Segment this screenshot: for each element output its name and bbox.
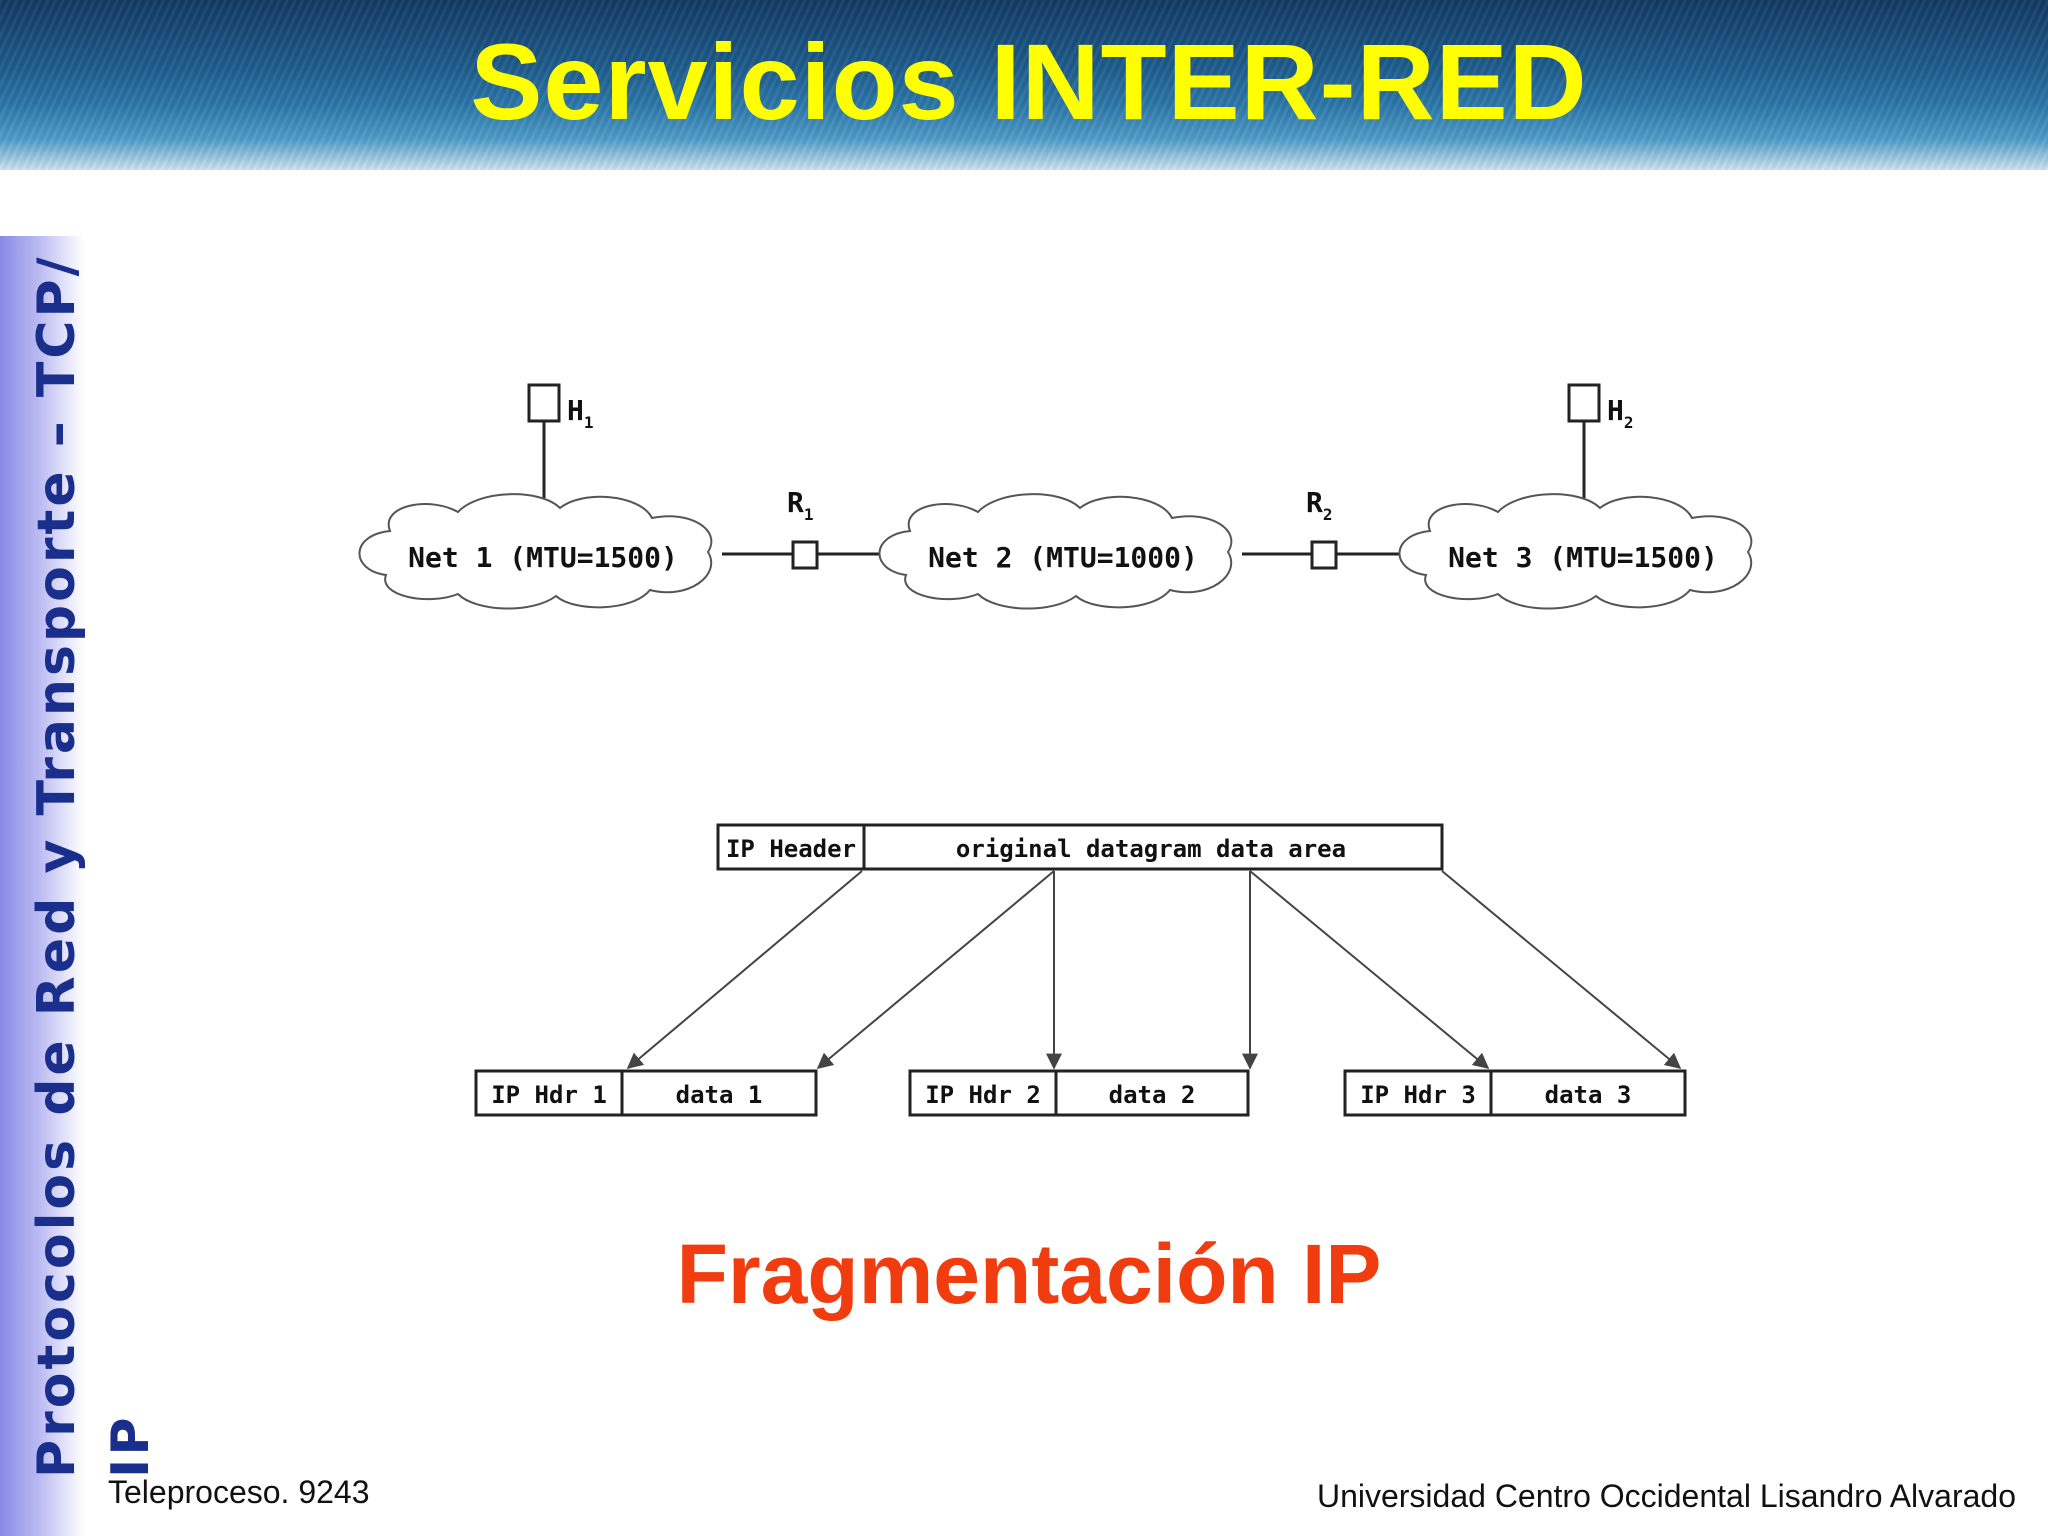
router-r1: R1: [787, 486, 819, 570]
fragment-3-data-label: data 3: [1545, 1081, 1632, 1109]
arrow-header-to-frag1: [626, 870, 863, 1070]
datagram-data-box: [862, 823, 1444, 871]
fragment-3-data-box: [1489, 1069, 1687, 1117]
router-r2: R2: [1306, 486, 1338, 570]
cloud-net2-label: Net 2 (MTU=1000): [928, 541, 1198, 574]
cloud-net3-label: Net 3 (MTU=1500): [1448, 541, 1718, 574]
left-band: [0, 236, 84, 1536]
fragment-3: IP Hdr 3 data 3: [1343, 1069, 1687, 1117]
router-r2-icon: [1310, 540, 1338, 570]
host-h2-label: H2: [1607, 394, 1634, 432]
footer-university: Universidad Centro Occidental Lisandro A…: [1316, 1478, 2016, 1514]
arrow-end-to-frag3: [1441, 870, 1682, 1070]
fragment-2-data-box: [1054, 1069, 1250, 1117]
cloud-net3-shape: [1398, 493, 1753, 610]
fragment-2-header-label: IP Hdr 2: [925, 1081, 1041, 1109]
fragment-1-data-label: data 1: [676, 1081, 763, 1109]
datagram-header-label: IP Header: [726, 835, 856, 863]
cloud-net3: Net 3 (MTU=1500): [1398, 493, 1753, 610]
host-h2: H2: [1567, 383, 1634, 498]
router-r1-label: R1: [787, 486, 814, 524]
fragment-2-data-label: data 2: [1109, 1081, 1196, 1109]
host-h2-icon: [1567, 383, 1601, 423]
fragment-1-header-label: IP Hdr 1: [491, 1081, 607, 1109]
datagram-data-label: original datagram data area: [956, 835, 1346, 863]
fragment-1: IP Hdr 1 data 1: [474, 1069, 818, 1117]
arrow-split1-to-frag1: [816, 870, 1055, 1070]
title-bar: [0, 0, 2048, 170]
host-h1-icon: [527, 383, 561, 423]
cloud-net2-shape: [878, 493, 1233, 610]
caption: Fragmentación IP: [676, 1227, 1382, 1321]
cloud-net1-label: Net 1 (MTU=1500): [408, 541, 678, 574]
router-r2-label: R2: [1306, 486, 1333, 524]
datagram-header-box: [716, 823, 866, 871]
footer-course: Teleproceso. 9243: [108, 1474, 370, 1510]
fragment-1-data-box: [620, 1069, 818, 1117]
fragment-1-header-box: [474, 1069, 624, 1117]
slide-title: Servicios INTER-RED: [470, 21, 1588, 142]
cloud-net1: Net 1 (MTU=1500): [358, 493, 713, 610]
arrow-split2-to-frag3: [1249, 870, 1490, 1070]
cloud-net2: Net 2 (MTU=1000): [878, 493, 1233, 610]
router-r1-icon: [791, 540, 819, 570]
cloud-net1-shape: [358, 493, 713, 610]
fragment-2: IP Hdr 2 data 2: [908, 1069, 1250, 1117]
fragment-arrows: [626, 870, 1682, 1070]
fragment-2-header-box: [908, 1069, 1058, 1117]
original-datagram: IP Header original datagram data area: [716, 823, 1444, 871]
fragment-3-header-label: IP Hdr 3: [1360, 1081, 1476, 1109]
host-h1-label: H1: [567, 394, 594, 432]
host-h1: H1: [527, 383, 594, 498]
